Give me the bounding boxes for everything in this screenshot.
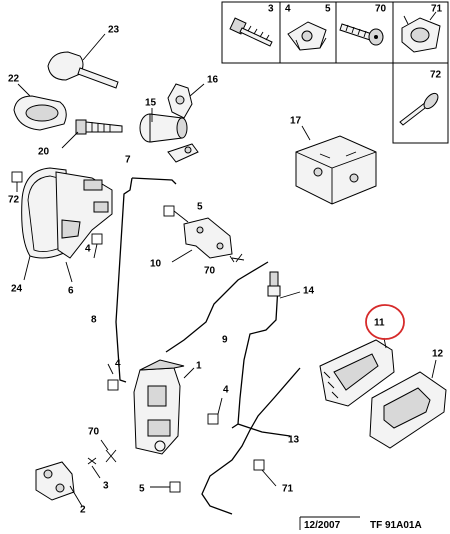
callout-12: 12	[432, 349, 444, 360]
callout-8: 8	[91, 315, 97, 326]
callout-24: 24	[11, 284, 23, 295]
connector-14	[267, 271, 301, 299]
callout-13: 13	[288, 435, 300, 446]
rod-14	[231, 285, 279, 429]
screw-mark-70a	[229, 253, 245, 263]
box-label-71: 71	[431, 4, 443, 15]
box-label-4: 4	[285, 4, 291, 15]
callout-17: 17	[290, 116, 302, 127]
rod-9	[165, 261, 269, 353]
inner-handle-11	[319, 337, 395, 407]
callout-9: 9	[222, 335, 228, 346]
rod-13-upper	[237, 423, 291, 437]
box-label-3: 3	[268, 4, 274, 15]
handle-frame-6	[55, 171, 113, 283]
callout-70b: 70	[88, 427, 100, 438]
callout-7: 7	[125, 155, 131, 166]
key-22	[13, 83, 67, 131]
highlight-circle-11	[365, 304, 405, 340]
key-blade-20	[61, 119, 123, 149]
reference-code: TF 91A01A	[370, 520, 422, 531]
box-label-72: 72	[430, 70, 442, 81]
key-23	[47, 33, 119, 89]
fastener-box	[221, 1, 449, 144]
callout-4b: 4	[115, 359, 121, 370]
callout-14: 14	[303, 286, 315, 297]
marker-4c	[207, 413, 219, 425]
marker-72	[11, 171, 23, 183]
marker-4b	[107, 379, 119, 391]
rod-7-top	[131, 177, 177, 185]
callout-71b: 71	[282, 484, 294, 495]
clip-4-5	[287, 21, 327, 51]
screw-3	[229, 17, 273, 47]
callout-4c: 4	[223, 385, 229, 396]
callout-2: 2	[80, 505, 86, 516]
reference-date: 12/2007	[304, 520, 341, 531]
callout-72: 72	[8, 195, 20, 206]
marker-71	[253, 459, 265, 471]
marker-4a	[91, 233, 103, 245]
lever-16	[167, 83, 205, 119]
barrel-15	[139, 108, 188, 143]
rod-13	[201, 367, 301, 515]
callout-10: 10	[150, 259, 162, 270]
rivet-72	[399, 92, 439, 126]
door-lock-1	[133, 359, 195, 455]
marker-5a	[163, 205, 175, 217]
callout-3: 3	[103, 481, 109, 492]
bezel-12	[369, 359, 447, 449]
clip-71	[401, 11, 441, 53]
box-label-5: 5	[325, 4, 331, 15]
callout-6: 6	[68, 286, 74, 297]
bracket-10	[171, 217, 233, 263]
callout-4a: 4	[85, 244, 91, 255]
callout-70a: 70	[204, 266, 216, 277]
screw-mark-70b	[105, 449, 117, 463]
screw-70	[339, 23, 384, 46]
box-label-70: 70	[375, 4, 387, 15]
link-plate	[167, 143, 199, 163]
callout-22: 22	[8, 74, 20, 85]
fastener-kit-17	[295, 125, 377, 205]
rod-7	[115, 177, 133, 383]
screw-mark-3	[87, 457, 97, 465]
striker-2	[35, 461, 83, 507]
marker-5b	[169, 481, 181, 493]
callout-5b: 5	[139, 484, 145, 495]
callout-23: 23	[108, 25, 120, 36]
callout-5a: 5	[197, 202, 203, 213]
callout-16: 16	[207, 75, 219, 86]
callout-20: 20	[38, 147, 50, 158]
callout-11: 11	[374, 318, 385, 329]
callout-1: 1	[196, 361, 202, 372]
reference-footer: 12/2007 TF 91A01A	[299, 516, 422, 531]
callout-15: 15	[145, 98, 157, 109]
